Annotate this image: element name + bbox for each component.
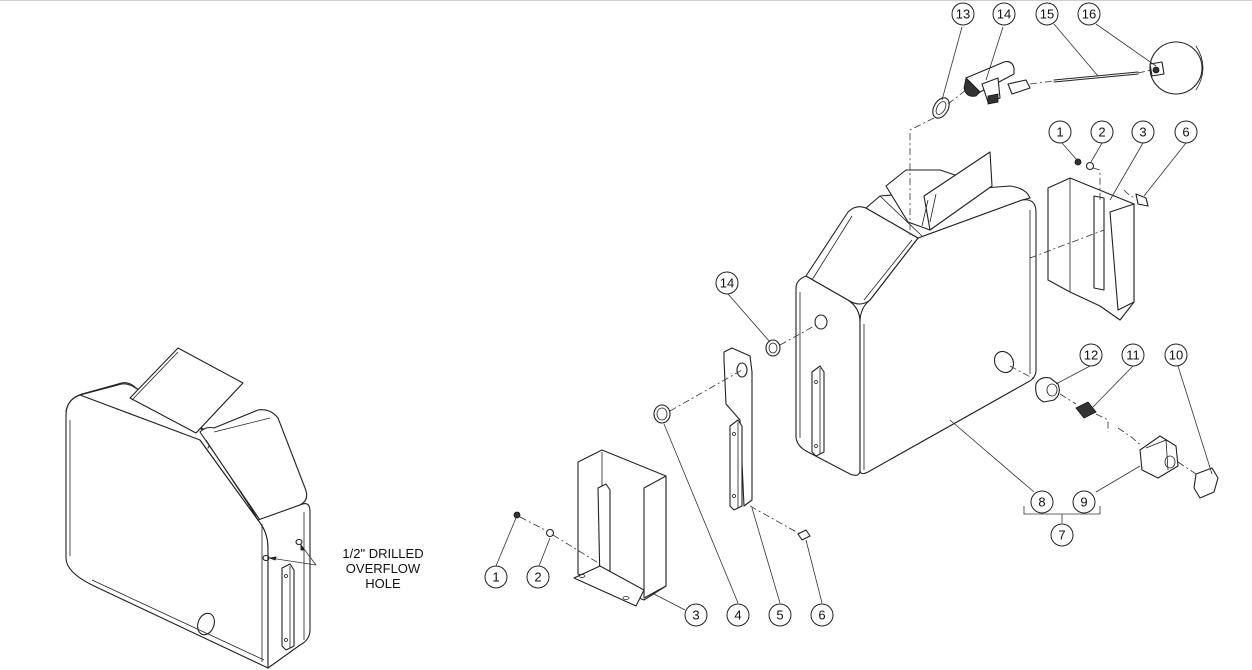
- top-border: [0, 0, 1252, 1]
- callout-9: 9: [1072, 490, 1096, 514]
- callout-6-left: 6: [810, 603, 834, 627]
- note-line-3: HOLE: [365, 576, 401, 591]
- svg-text:11: 11: [1126, 348, 1140, 363]
- callout-2-right: 2: [1090, 120, 1114, 144]
- leader-lines: [495, 23, 1213, 611]
- callout-5: 5: [768, 603, 792, 627]
- right-bracket: [1029, 158, 1149, 321]
- svg-text:15: 15: [1040, 7, 1054, 22]
- exploded-tank: [795, 151, 1037, 476]
- callout-3-right: 3: [1131, 120, 1155, 144]
- callout-15: 15: [1035, 2, 1059, 26]
- svg-text:3: 3: [692, 608, 699, 623]
- svg-text:2: 2: [1098, 125, 1105, 140]
- svg-text:8: 8: [1038, 495, 1045, 510]
- callout-14: 14: [992, 2, 1016, 26]
- callout-1-left: 1: [484, 565, 508, 589]
- float-valve-assembly: [932, 41, 1204, 119]
- middle-bracket-parts: [653, 324, 817, 541]
- svg-text:1: 1: [1056, 125, 1063, 140]
- svg-text:3: 3: [1139, 125, 1146, 140]
- svg-text:2: 2: [534, 570, 541, 585]
- svg-text:1: 1: [492, 570, 499, 585]
- svg-text:12: 12: [1084, 348, 1098, 363]
- left-bracket: [513, 449, 667, 607]
- svg-text:10: 10: [1169, 348, 1183, 363]
- svg-text:13: 13: [956, 7, 970, 22]
- callout-11: 11: [1121, 343, 1145, 367]
- svg-text:14: 14: [720, 276, 734, 291]
- svg-text:6: 6: [1182, 125, 1189, 140]
- svg-text:14: 14: [997, 7, 1011, 22]
- callout-8: 8: [1030, 490, 1054, 514]
- callout-14-middle: 14: [715, 271, 739, 295]
- note-line-2: OVERFLOW: [345, 561, 421, 576]
- callout-2-left: 2: [526, 565, 550, 589]
- svg-text:6: 6: [818, 608, 825, 623]
- callout-7: 7: [1050, 523, 1074, 547]
- callout-1-right: 1: [1048, 120, 1072, 144]
- svg-text:7: 7: [1058, 528, 1065, 543]
- callout-3-left: 3: [684, 603, 708, 627]
- overflow-hole-note: 1/2" DRILLED OVERFLOW HOLE: [318, 546, 448, 591]
- callout-16: 16: [1077, 2, 1101, 26]
- callout-13: 13: [951, 2, 975, 26]
- callout-10: 10: [1164, 343, 1188, 367]
- callout-12: 12: [1079, 343, 1103, 367]
- svg-text:5: 5: [776, 608, 783, 623]
- svg-text:9: 9: [1080, 495, 1087, 510]
- assembled-tank: [65, 347, 317, 669]
- svg-text:16: 16: [1082, 7, 1096, 22]
- callout-6-right: 6: [1174, 120, 1198, 144]
- svg-text:4: 4: [734, 608, 741, 623]
- callout-4: 4: [726, 603, 750, 627]
- note-line-1: 1/2" DRILLED: [342, 546, 424, 561]
- drain-fittings: [1009, 365, 1219, 499]
